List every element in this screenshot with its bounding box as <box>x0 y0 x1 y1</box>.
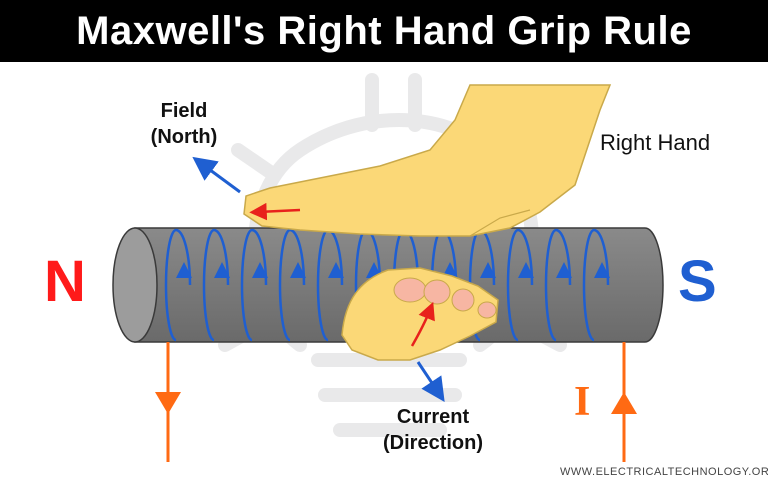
title-bar: Maxwell's Right Hand Grip Rule <box>0 0 768 62</box>
right-hand-label: Right Hand <box>600 130 711 155</box>
current-label-line1: Current <box>396 406 470 428</box>
current-pointer-arrow <box>416 361 445 402</box>
current-label-line2: (Direction) <box>383 432 483 454</box>
current-wire-left <box>155 342 181 462</box>
field-label-line2: (North) <box>150 126 218 148</box>
field-label-line1: Field <box>160 100 208 122</box>
right-hand-icon <box>243 84 612 361</box>
thumb-direction-arrow <box>249 202 301 221</box>
south-pole-label: S <box>678 249 717 314</box>
watermark: WWW.ELECTRICALTECHNOLOGY.ORG <box>560 466 768 478</box>
current-symbol: I <box>574 379 591 425</box>
field-label: Field (North) <box>138 98 230 150</box>
current-label: Current (Direction) <box>368 404 498 456</box>
current-wire-right <box>611 342 637 462</box>
page-title: Maxwell's Right Hand Grip Rule <box>76 8 692 53</box>
field-pointer-arrow <box>192 156 241 194</box>
north-pole-label: N <box>44 249 86 314</box>
